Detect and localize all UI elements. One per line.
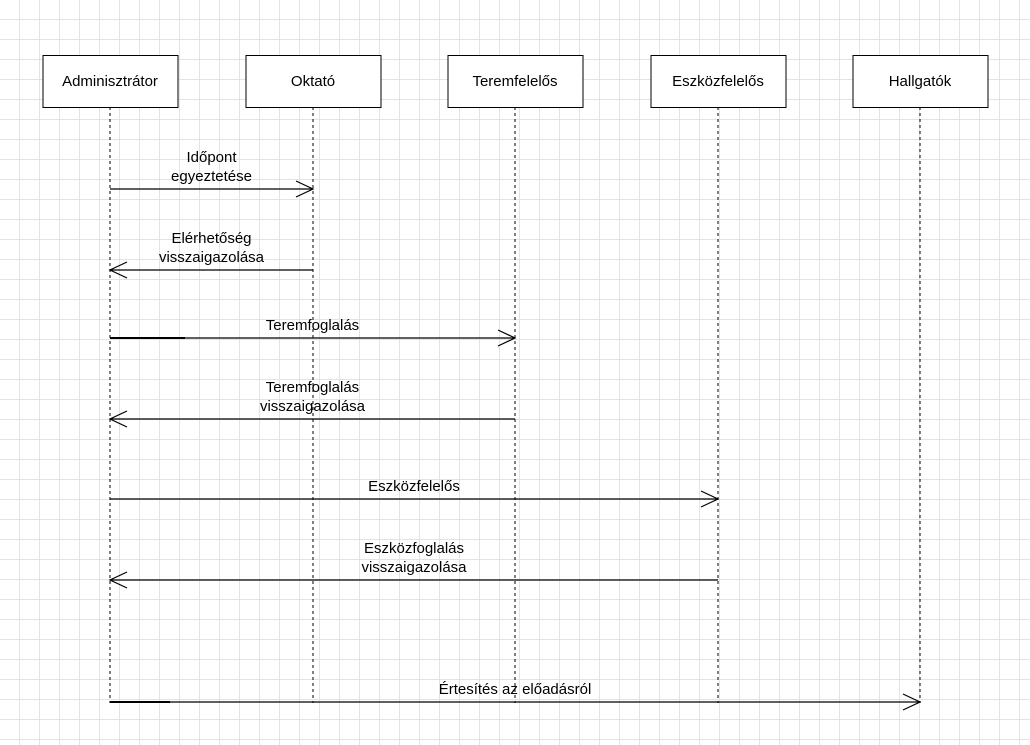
message-4: Teremfoglalás visszaigazolása: [108, 379, 515, 428]
actor-box: [447, 55, 584, 108]
message-6: Eszközfoglalás visszaigazolása: [108, 540, 718, 589]
actor-label: Teremfelelős: [472, 73, 557, 90]
arrowhead-icon: [108, 571, 128, 589]
message-label: visszaigazolása: [260, 398, 366, 415]
actor-box: [245, 55, 382, 108]
arrowhead-icon: [108, 410, 128, 428]
arrowhead-icon: [700, 490, 720, 508]
message-label: Teremfoglalás: [266, 379, 359, 396]
message-label: Eszközfoglalás: [364, 540, 464, 557]
actor-label: Adminisztrátor: [62, 73, 158, 90]
actor-eszkoz: Eszközfelelős: [650, 55, 787, 108]
actor-label: Hallgatók: [889, 73, 952, 90]
message-7: Értesítés az előadásról: [110, 681, 922, 711]
message-label: egyeztetése: [171, 168, 252, 185]
actor-label: Oktató: [291, 73, 335, 90]
arrowhead-icon: [497, 329, 517, 347]
actors: Adminisztrátor Oktató Teremfelelős Eszközfe…: [42, 55, 989, 108]
message-3: Teremfoglalás: [110, 317, 517, 347]
message-2: Elérhetőség visszaigazolása: [108, 230, 313, 279]
message-5: Eszközfelelős: [110, 478, 720, 508]
actor-box: [852, 55, 989, 108]
message-label: Elérhetőség: [171, 230, 251, 247]
message-label: visszaigazolása: [159, 249, 265, 266]
actor-admin: Adminisztrátor: [42, 55, 179, 108]
actor-terem: Teremfelelős: [447, 55, 584, 108]
arrowhead-icon: [108, 261, 128, 279]
message-label: visszaigazolása: [361, 559, 467, 576]
actor-box: [42, 55, 179, 108]
message-1: Időpont egyeztetése: [110, 149, 315, 198]
message-label: Teremfoglalás: [266, 317, 359, 334]
message-label: Eszközfelelős: [368, 478, 460, 495]
arrowhead-icon: [902, 693, 922, 711]
actor-oktato: Oktató: [245, 55, 382, 108]
lifelines: [109, 107, 921, 703]
message-label: Értesítés az előadásról: [439, 681, 592, 698]
arrowhead-icon: [295, 180, 315, 198]
actor-box: [650, 55, 787, 108]
message-label: Időpont: [186, 149, 237, 166]
actor-hallgatok: Hallgatók: [852, 55, 989, 108]
actor-label: Eszközfelelős: [672, 73, 764, 90]
